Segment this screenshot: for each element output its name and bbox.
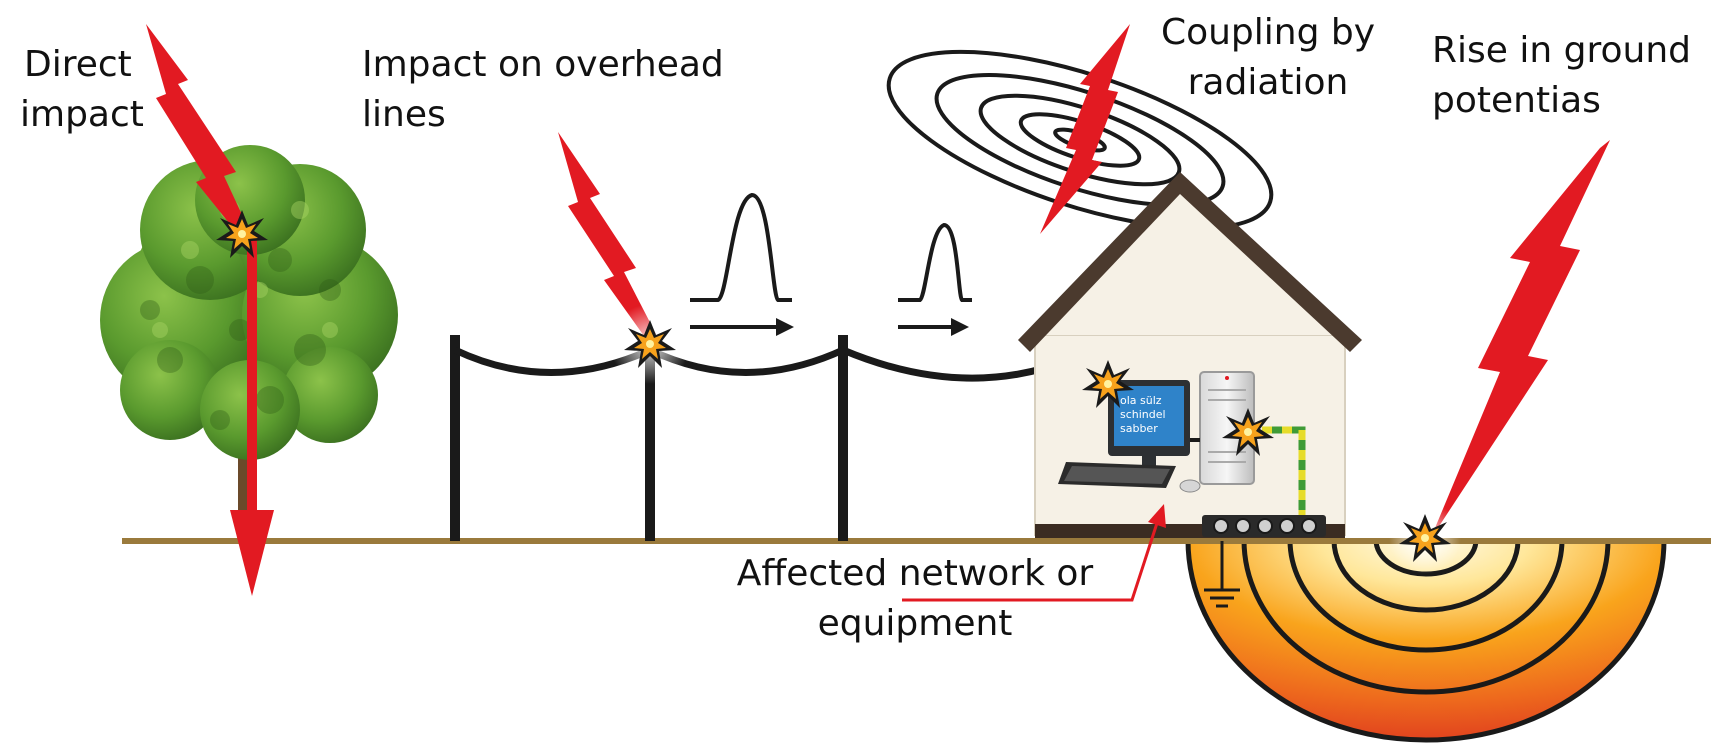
ground-rise-label-line: potentias [1432,80,1601,121]
lightning-bolt-radiation [1040,24,1130,234]
direct-impact-label-line: impact [20,94,144,135]
overhead-impact-label-line: Impact on overhead [362,44,724,85]
monitor-text-line: sabber [1120,422,1158,435]
monitor-text-line: ola sülz [1120,394,1162,407]
surge-pulse-icon [690,192,972,302]
affected-equipment-label: Affected network or equipment [720,549,1110,649]
direct-impact-label-line: Direct [24,44,132,85]
radiation-coupling-label-line: radiation [1187,62,1349,103]
mouse-icon [1179,479,1201,493]
ground-potential-zone [1185,539,1667,743]
lightning-bolt-overhead [558,132,656,336]
radiation-coupling-label-line: Coupling by [1160,12,1376,53]
spark-icon [1399,514,1451,562]
terminal-block-icon [1202,515,1326,537]
keyboard-icon [1058,462,1176,488]
overhead-impact-label-line: lines [362,94,446,135]
earthing-cable [1190,426,1306,526]
spark-icon [624,320,676,368]
computer-monitor-icon: ola sülz schindel sabber [1108,380,1190,472]
spark-icon [1222,408,1274,456]
ground-rise-label: Rise in ground potentias [1432,26,1691,126]
lightning-bolt-ground [1430,140,1610,540]
overhead-line-system [450,335,1120,541]
ground-rise-label-line: Rise in ground [1432,30,1691,71]
monitor-text-line: schindel [1120,408,1166,421]
ground-symbol-icon [1204,541,1240,608]
direct-impact-label: Direct impact [20,40,144,140]
lightning-bolt-direct [146,24,274,596]
affected-equipment-label-line: equipment [817,603,1013,644]
spark-icon [216,210,268,258]
spark-icon [1082,360,1134,408]
arrow-icon [690,318,969,336]
affected-equipment-label-line: Affected network or [736,553,1094,594]
affected-pointer-arrow [902,504,1166,602]
overhead-impact-label: Impact on overhead lines [362,40,724,140]
radiation-coupling-label: Coupling by radiation [1148,8,1388,108]
